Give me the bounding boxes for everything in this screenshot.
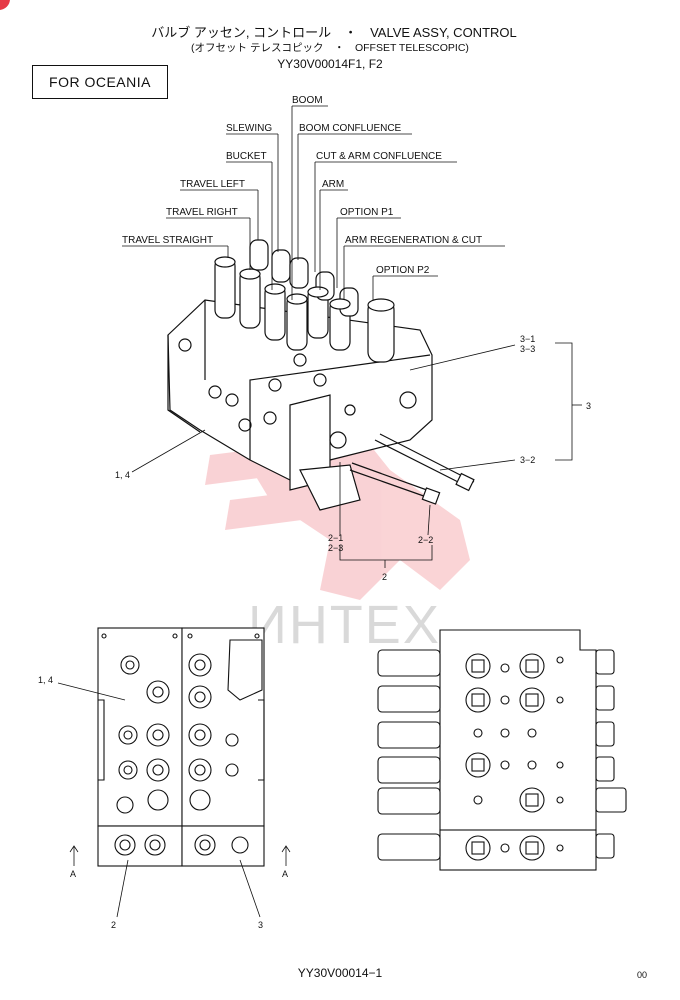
ref-2: 2 bbox=[382, 572, 387, 582]
label-arm: ARM bbox=[322, 179, 344, 190]
ref-2-bottom: 2 bbox=[111, 920, 116, 930]
reference-numbers-top: 3−1 3−3 3 3−2 1, 4 2−1 2−3 2−2 2 bbox=[115, 334, 591, 582]
front-view-annotations bbox=[57, 682, 291, 918]
valve-side-view bbox=[377, 629, 627, 871]
label-underlines bbox=[122, 105, 505, 277]
leader-lines bbox=[131, 106, 582, 568]
ref-a-right: A bbox=[282, 869, 288, 879]
valve-front-view bbox=[97, 627, 265, 867]
ref-3-3: 3−3 bbox=[520, 344, 535, 354]
label-boom: BOOM bbox=[292, 95, 323, 106]
spool-labels: BOOM SLEWING BOOM CONFLUENCE BUCKET CUT … bbox=[122, 95, 482, 276]
ref-2-3: 2−3 bbox=[328, 543, 343, 553]
title-line-1: バルブ アッセン, コントロール ・ VALVE ASSY, CONTROL bbox=[151, 25, 517, 40]
label-travel-right: TRAVEL RIGHT bbox=[166, 207, 238, 218]
footer-part-code: YY30V00014−1 bbox=[297, 966, 383, 980]
title-line-2: (オフセット テレスコピック ・ OFFSET TELESCOPIC) bbox=[191, 42, 469, 54]
label-option-p2: OPTION P2 bbox=[376, 265, 430, 276]
valve-isometric bbox=[167, 239, 475, 511]
page-number: 00 bbox=[637, 970, 648, 980]
front-view-refs: 1, 4 A A 2 3 bbox=[38, 675, 288, 930]
label-boom-confluence: BOOM CONFLUENCE bbox=[299, 123, 402, 134]
ref-1-4-top: 1, 4 bbox=[115, 470, 130, 480]
label-option-p1: OPTION P1 bbox=[340, 207, 394, 218]
model-number: YY30V00014F1, F2 bbox=[277, 57, 383, 71]
label-travel-left: TRAVEL LEFT bbox=[180, 179, 245, 190]
ref-2-1: 2−1 bbox=[328, 533, 343, 543]
ref-2-2: 2−2 bbox=[418, 535, 433, 545]
label-arm-regeneration: ARM REGENERATION & CUT bbox=[345, 235, 482, 246]
ref-3-2: 3−2 bbox=[520, 455, 535, 465]
ref-3: 3 bbox=[586, 401, 591, 411]
label-cut-arm-confluence: CUT & ARM CONFLUENCE bbox=[316, 151, 442, 162]
label-travel-straight: TRAVEL STRAIGHT bbox=[122, 235, 213, 246]
ref-1-4-bottom: 1, 4 bbox=[38, 675, 53, 685]
ref-3-1: 3−1 bbox=[520, 334, 535, 344]
label-slewing: SLEWING bbox=[226, 123, 272, 134]
ref-3-bottom: 3 bbox=[258, 920, 263, 930]
region-box: FOR OCEANIA bbox=[32, 65, 168, 99]
watermark-text: ИНТЕХ bbox=[248, 595, 441, 655]
label-bucket: BUCKET bbox=[226, 151, 267, 162]
corner-marker bbox=[0, 0, 10, 10]
ref-a-left: A bbox=[70, 869, 76, 879]
